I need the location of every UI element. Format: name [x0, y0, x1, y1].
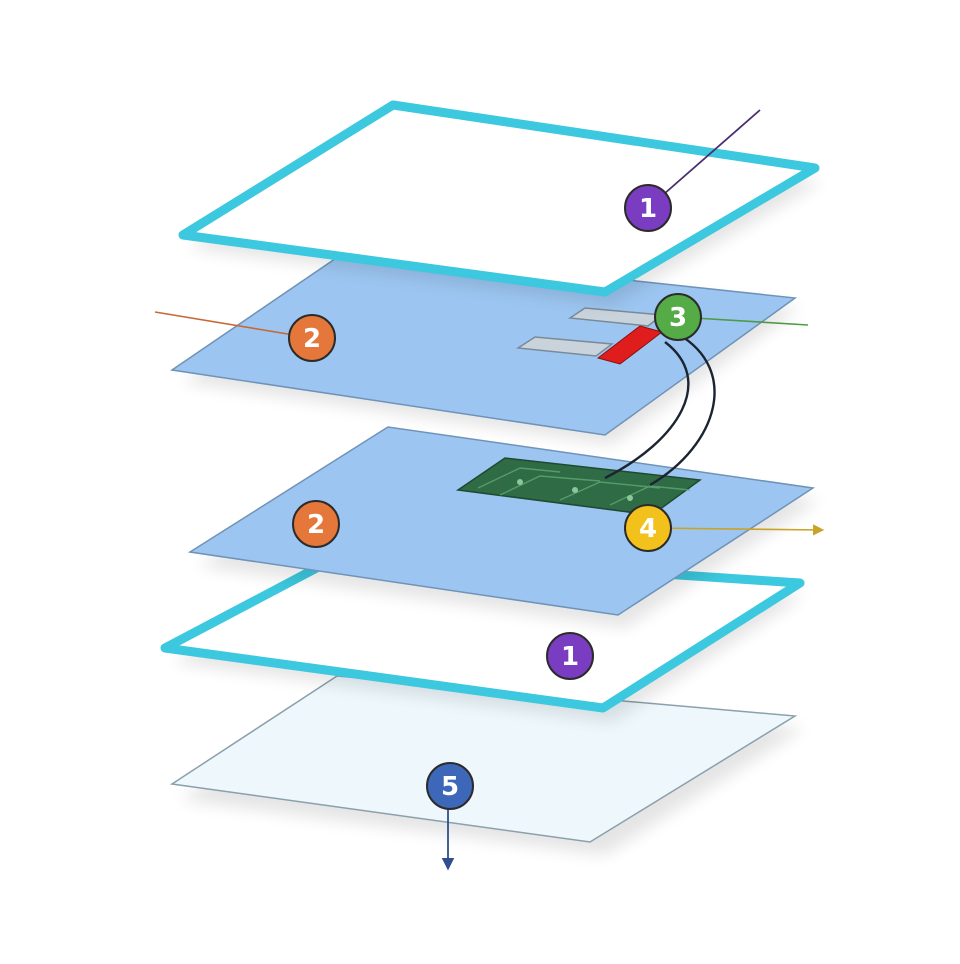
marker-4-pcb: 4 — [624, 504, 672, 552]
marker-3-tab: 3 — [654, 293, 702, 341]
marker-2-upper-circle — [288, 314, 336, 362]
layer-film-top — [178, 100, 822, 305]
marker-2-lower-circle — [292, 500, 340, 548]
marker-3-circle — [654, 293, 702, 341]
marker-5-base: 5 — [426, 762, 474, 810]
marker-1-bottom-label: 1 — [561, 642, 579, 672]
base-sheet-plane — [169, 675, 798, 843]
marker-1-top-circle — [624, 184, 672, 232]
slot-lower — [515, 336, 615, 357]
marker-5-label: 5 — [441, 772, 459, 802]
layer-sheet-upper — [169, 249, 800, 445]
marker-3-label: 3 — [669, 303, 687, 333]
marker-2-upper-sheet: 2 — [288, 314, 336, 362]
layer-base-sheet — [169, 675, 805, 855]
marker-1-top-film: 1 — [624, 184, 672, 232]
marker-1-bottom-film: 1 — [546, 632, 594, 680]
pcb-board — [455, 457, 702, 516]
marker-1-bottom-circle — [546, 632, 594, 680]
film-top-plane — [178, 100, 820, 297]
marker-2-lower-label: 2 — [307, 510, 325, 540]
marker-5-circle — [426, 762, 474, 810]
sheet-lower-plane — [187, 426, 816, 616]
sensor-wires — [604, 332, 716, 487]
marker-4-label: 4 — [639, 514, 657, 544]
marker-2-upper-label: 2 — [303, 324, 321, 354]
number-markers: 1 2 3 2 4 1 5 — [288, 184, 702, 810]
marker-1-top-label: 1 — [639, 194, 657, 224]
marker-2-lower-sheet: 2 — [292, 500, 340, 548]
marker-4-circle — [624, 504, 672, 552]
sheet-upper-plane — [169, 249, 798, 436]
layer-sheet-lower — [187, 426, 820, 628]
